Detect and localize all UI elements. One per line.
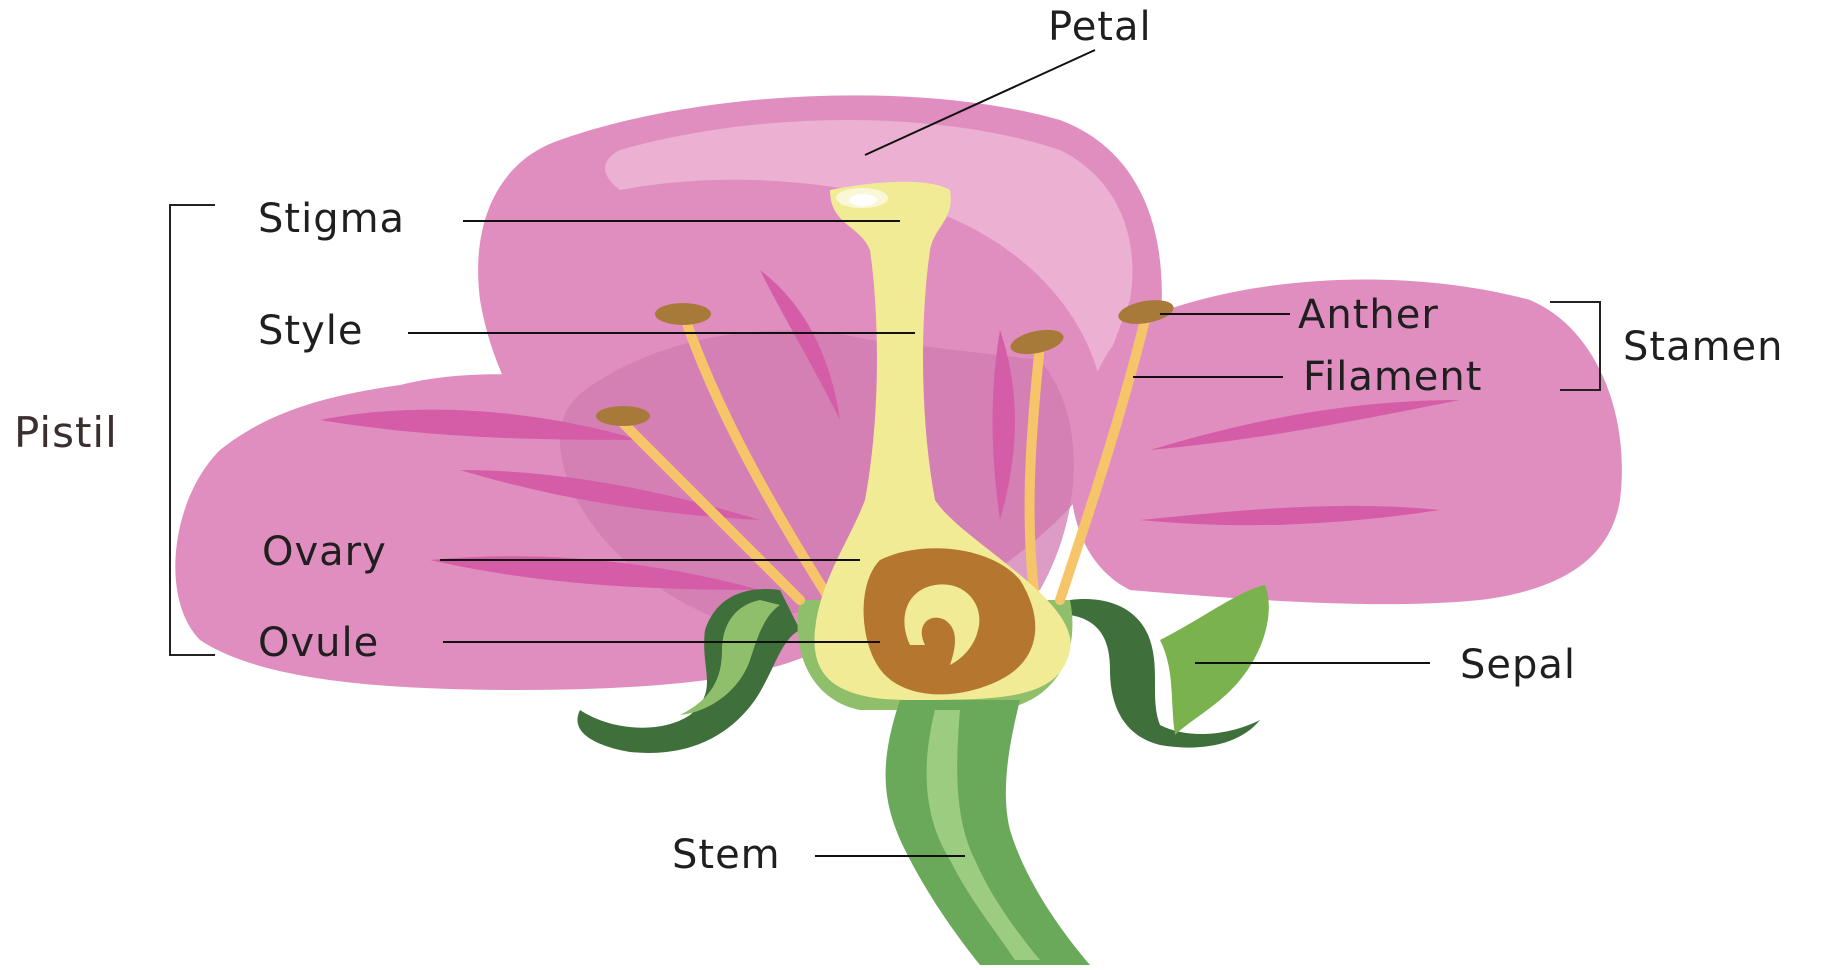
stem-body [886,700,1090,965]
label-style: Style [258,308,363,354]
label-stigma: Stigma [258,196,405,242]
sepal-right-tip [1160,585,1269,735]
anther-1 [655,303,711,325]
label-ovary: Ovary [262,529,387,575]
label-stem: Stem [672,832,781,878]
stem [886,700,1090,965]
label-filament: Filament [1303,354,1482,400]
label-stamen: Stamen [1623,324,1784,370]
anther-2 [596,406,650,426]
label-pistil: Pistil [14,408,118,457]
label-sepal: Sepal [1460,642,1576,688]
label-ovule: Ovule [258,620,379,666]
label-anther: Anther [1298,292,1439,338]
stigma-highlight [849,194,877,206]
label-petal: Petal [1048,4,1152,50]
